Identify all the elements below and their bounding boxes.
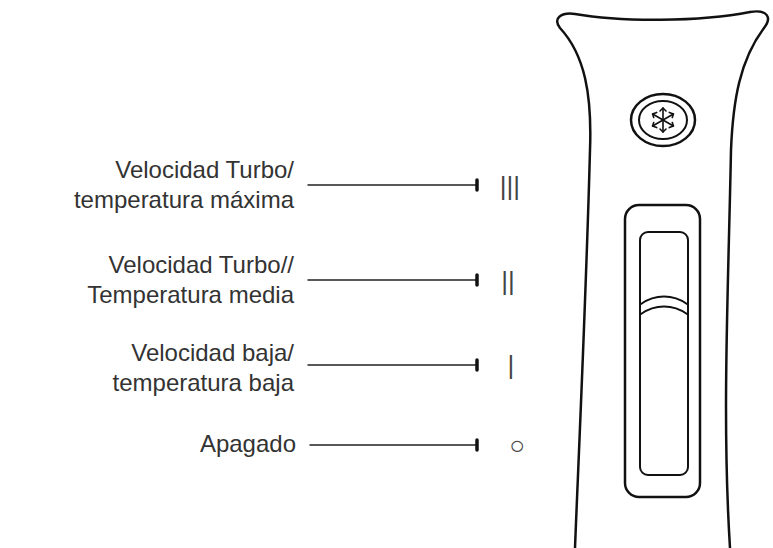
slider-frame bbox=[625, 205, 700, 497]
slider-track bbox=[640, 232, 688, 475]
setting-label: Velocidad baja/ temperatura baja bbox=[83, 338, 294, 398]
position-mark: ○ bbox=[508, 430, 526, 460]
snowflake-icon bbox=[653, 108, 674, 132]
setting-label: Apagado bbox=[197, 429, 296, 459]
leader-lines bbox=[308, 185, 477, 445]
position-mark: ||| bbox=[499, 171, 522, 201]
slider-knob bbox=[641, 297, 687, 315]
leader-ticks bbox=[475, 180, 479, 450]
setting-label: Velocidad Turbo// Temperatura media bbox=[54, 250, 294, 310]
handle-outline bbox=[557, 11, 768, 548]
position-mark: || bbox=[500, 266, 516, 296]
position-mark: | bbox=[507, 350, 516, 380]
button-outline bbox=[631, 94, 695, 146]
button-inner bbox=[639, 101, 687, 139]
setting-label: Velocidad Turbo/ temperatura máxima bbox=[50, 155, 294, 215]
